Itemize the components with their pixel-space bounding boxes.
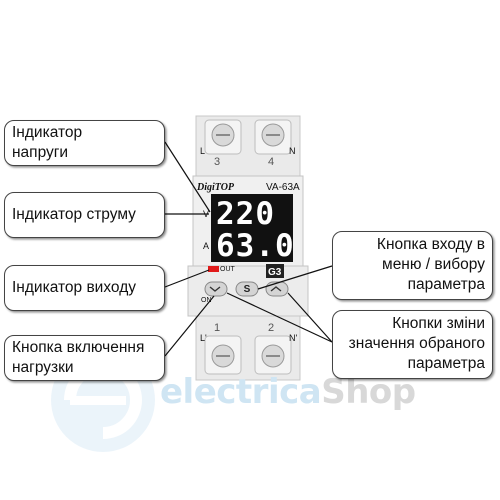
down-button[interactable] xyxy=(204,281,228,297)
callout-load-button: Кнопка включення нагрузки xyxy=(4,335,165,381)
l-top-label: L xyxy=(200,146,206,156)
out-label: OUT xyxy=(220,266,235,273)
brand-label: DigiTOP xyxy=(197,182,235,193)
up-button[interactable] xyxy=(265,281,289,297)
l-bottom-label: L' xyxy=(200,333,207,343)
relay-device: G3 xyxy=(187,115,309,381)
brand-mark-icon xyxy=(266,264,284,278)
unit-a-label: A xyxy=(203,241,210,251)
terminal-4-label: 4 xyxy=(268,156,275,168)
svg-text:G3: G3 xyxy=(268,267,282,278)
display-panel xyxy=(211,194,293,262)
n-top-label: N xyxy=(289,146,296,156)
s-button-label: S xyxy=(243,284,251,295)
terminal-2-label: 2 xyxy=(268,322,275,334)
on-label: ON xyxy=(201,297,212,304)
unit-v-label: V xyxy=(203,209,210,219)
callout-change-buttons: Кнопки зміни значення обраного параметра xyxy=(332,310,493,379)
terminal-1-label: 1 xyxy=(214,322,221,334)
model-label: VA-63A xyxy=(266,182,300,193)
callout-output-indicator: Індикатор виходу xyxy=(4,265,165,311)
callout-menu-button: Кнопка входу в меню / вибору параметра xyxy=(332,231,493,300)
current-reading: 63.0 xyxy=(216,228,295,264)
callout-voltage-indicator: Індикатор напруги xyxy=(4,120,165,166)
voltage-reading: 220 xyxy=(216,196,275,232)
callout-current-indicator: Індикатор струму xyxy=(4,192,165,238)
watermark-main: electrica xyxy=(160,372,322,412)
out-led xyxy=(208,266,219,272)
leader-lines xyxy=(164,141,333,357)
n-bottom-label: N' xyxy=(289,333,298,343)
terminal-3-label: 3 xyxy=(214,156,221,168)
